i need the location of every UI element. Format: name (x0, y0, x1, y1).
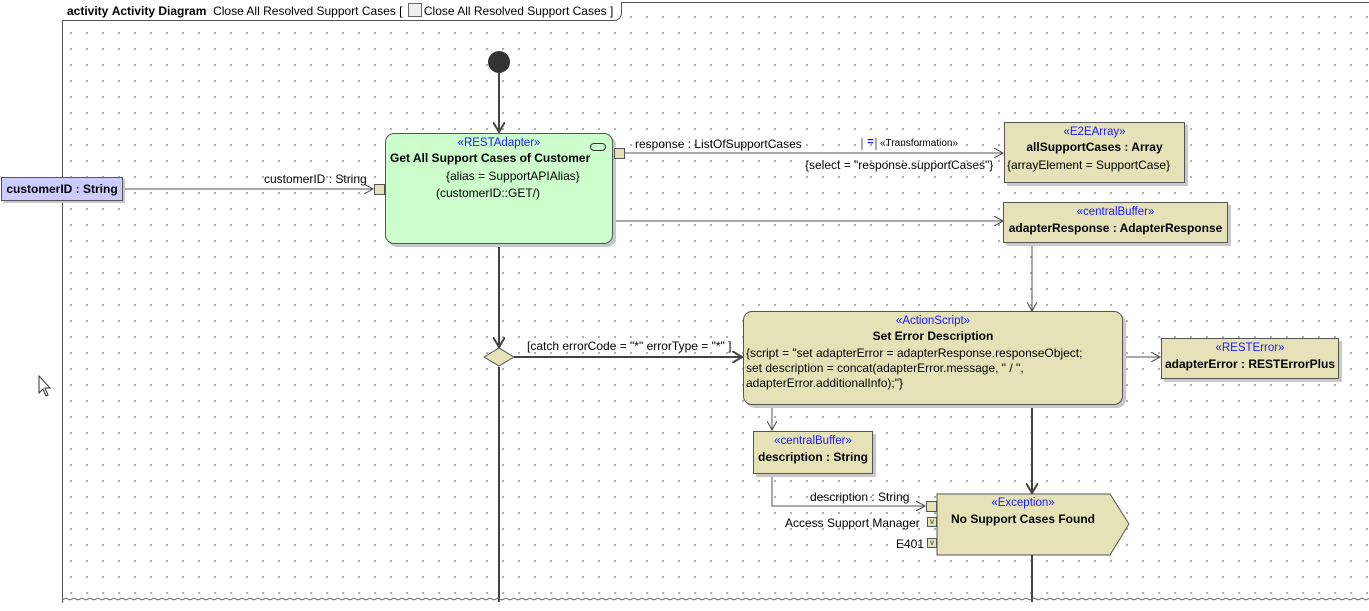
parameter-label: customerID : String (6, 182, 118, 196)
object-flow-description-to-exception[interactable] (771, 474, 925, 506)
input-pin-customerid[interactable] (374, 184, 385, 195)
action-name: Get All Support Cases of Customer (390, 151, 591, 165)
exception-pin-code-label: E401 (896, 537, 925, 551)
object-name: allSupportCases : Array (1026, 140, 1163, 154)
initial-node[interactable] (488, 51, 510, 73)
exception-no-support-cases[interactable]: «Exception» No Support Cases Found (937, 497, 1109, 551)
object-name: adapterResponse : AdapterResponse (1008, 221, 1223, 235)
transformation-select: {select = "response.supportCases"} (805, 158, 994, 172)
decision-node[interactable] (483, 347, 515, 367)
frame-name: Close All Resolved Support Cases [ (213, 4, 403, 18)
object-description-buffer[interactable]: «centralBuffer» description : String (753, 431, 873, 474)
activity-diagram-icon (407, 3, 422, 17)
object-stereotype: «centralBuffer» (1076, 206, 1155, 218)
object-stereotype: «centralBuffer» (774, 435, 852, 447)
exception-stereotype: «Exception» (991, 497, 1055, 509)
object-prop: {arrayElement = SupportCase} (1007, 158, 1171, 172)
script-name: Set Error Description (872, 329, 994, 343)
frame-title: activity Activity Diagram Close All Reso… (62, 2, 623, 21)
torn-edge (61, 597, 1369, 601)
script-line-1: {script = "set adapterError = adapterRes… (746, 346, 1083, 360)
object-adapter-error[interactable]: «RESTError» adapterError : RESTErrorPlus (1161, 338, 1339, 379)
exception-pin-manager[interactable]: v (927, 517, 937, 527)
rake-icon (590, 143, 606, 151)
script-stereotype: «ActionScript» (895, 315, 971, 327)
exception-pin-code[interactable]: v (927, 538, 937, 548)
frame-title-text: Activity Diagram (111, 4, 207, 18)
object-stereotype: «E2EArray» (1063, 126, 1126, 138)
action-set-error-description[interactable]: «ActionScript» Set Error Description {sc… (743, 311, 1123, 405)
action-get-all-support-cases[interactable]: «RESTAdapter» Get All Support Cases of C… (385, 133, 613, 244)
frame-ref: Close All Resolved Support Cases ] (423, 4, 614, 18)
exception-pin-description[interactable] (926, 501, 937, 512)
input-pin-label: customerID : String (264, 172, 367, 186)
exception-name: No Support Cases Found (951, 512, 1095, 526)
object-name: description : String (757, 450, 868, 464)
action-prop-alias: {alias = SupportAPIAlias} (446, 169, 580, 183)
frame-kind: activity (67, 4, 109, 18)
diagram-frame (62, 2, 1369, 603)
output-pin-response[interactable] (614, 148, 625, 159)
script-line-3: adapterError.additionalInfo);"} (746, 376, 904, 390)
output-pin-label: response : ListOfSupportCases (635, 137, 802, 151)
exception-pin-manager-label: Access Support Manager (785, 516, 920, 530)
action-stereotype: «RESTAdapter» (457, 137, 541, 149)
object-name: adapterError : RESTErrorPlus (1164, 357, 1336, 371)
parameter-customerid[interactable]: customerID : String (1, 177, 123, 201)
object-stereotype: «RESTError» (1215, 342, 1285, 354)
object-adapter-response[interactable]: «centralBuffer» adapterResponse : Adapte… (1003, 202, 1228, 243)
exception-pin-description-label: description : String (810, 490, 910, 504)
object-all-support-cases[interactable]: «E2EArray» allSupportCases : Array {arra… (1004, 122, 1185, 183)
decision-guard-label: [catch errorCode = "*" errorType = "*" ] (527, 339, 732, 353)
transformation-icon: = (867, 136, 874, 148)
action-prop-uri: (customerID::GET/) (436, 186, 541, 200)
mouse-cursor-icon (38, 374, 52, 397)
transformation-stereotype: «Transformation» (880, 138, 958, 149)
exception-shape[interactable] (936, 493, 1130, 556)
script-line-2: set description = concat(adapterError.me… (746, 361, 1024, 375)
